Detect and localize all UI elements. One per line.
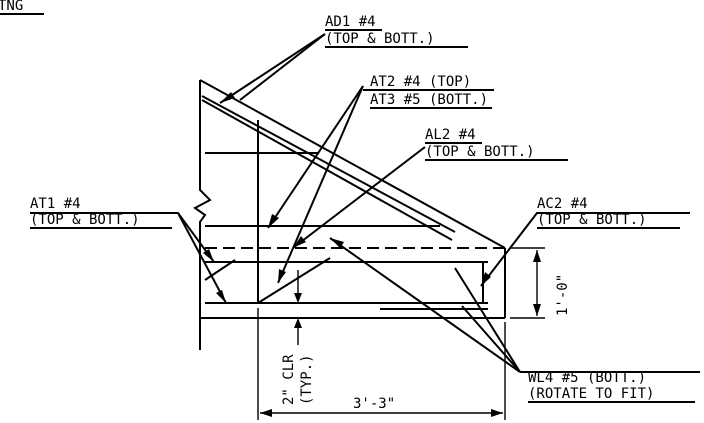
header-fragment: TNG — [0, 0, 23, 14]
leader-at2 — [267, 85, 364, 229]
leader-wl4-a — [329, 237, 521, 373]
leader-wl4-c — [461, 305, 521, 373]
leader-ac2 — [480, 212, 690, 287]
structure-outline — [193, 79, 506, 350]
label-wl4-note: (ROTATE TO FIT) — [528, 386, 654, 402]
label-at1-mark: AT1 #4 — [30, 196, 81, 212]
leader-at1-b — [177, 212, 227, 304]
leader-al2 — [292, 146, 426, 249]
label-ad1-mark: AD1 #4 — [325, 14, 376, 30]
label-ac2-mark: AC2 #4 — [537, 196, 588, 212]
labels: AD1 #4 (TOP & BOTT.) AT2 #4 (TOP) AT3 #5… — [30, 14, 695, 412]
label-at1-note: (TOP & BOTT.) — [30, 212, 140, 228]
dimensions — [257, 247, 545, 420]
dim-clearance-note: (TYP.) — [299, 354, 315, 405]
bar-stub — [204, 259, 236, 281]
leader-ad1-b — [239, 33, 326, 101]
label-at3-mark: AT3 #5 (BOTT.) — [370, 92, 488, 108]
label-wl4-mark: WL4 #5 (BOTT.) — [528, 370, 646, 386]
dim-vertical-text: 1'-0" — [555, 274, 571, 316]
leader-ad1-a — [219, 33, 326, 104]
leader-at3 — [277, 85, 364, 284]
sloped-top-edge — [199, 79, 506, 249]
label-al2-mark: AL2 #4 — [425, 127, 476, 143]
label-al2-note: (TOP & BOTT.) — [425, 144, 535, 160]
wall-face — [193, 80, 212, 350]
leaders — [30, 33, 700, 373]
dim-horizontal-text: 3'-3" — [353, 396, 395, 412]
label-ad1-note: (TOP & BOTT.) — [325, 31, 435, 47]
label-at2-mark: AT2 #4 (TOP) — [370, 74, 471, 90]
bar-diagonal-short — [257, 257, 331, 304]
leader-wl4-b — [454, 267, 521, 373]
label-ac2-note: (TOP & BOTT.) — [537, 212, 647, 228]
dim-clearance-text: 2" CLR — [281, 354, 297, 405]
